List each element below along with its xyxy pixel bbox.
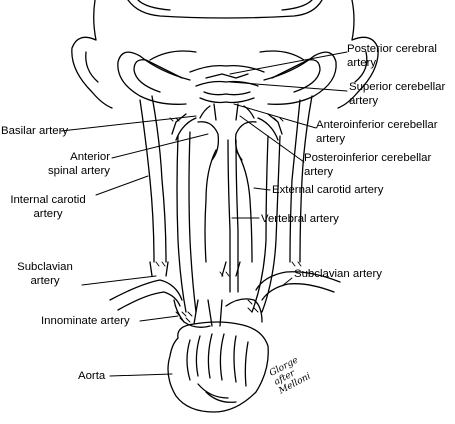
label-subclavian-artery-left: Subclavian artery [17,261,73,287]
label-vertebral-artery: Vertebral artery [261,213,339,225]
label-posteroinferior-cerebellar-artery: Posteroinferior cerebellar artery [304,152,432,178]
label-subclavian-artery-right: Subclavian artery [294,268,383,280]
label-innominate-artery: Innominate artery [41,315,130,327]
label-posterior-cerebral-artery: Posterior cerebral artery [347,43,437,69]
cerebral-vessels [117,50,337,121]
label-superior-cerebellar-artery: Superior cerebellar artery [349,81,446,107]
basilar-and-vertebral-top [171,105,283,161]
leader-lines [60,51,348,377]
label-aorta: Aorta [78,370,106,382]
label-external-carotid-artery: External carotid artery [272,184,384,196]
innominate-and-arch [173,298,263,328]
aorta-shape [167,321,269,413]
subclavian-vessels [109,261,341,311]
stippled-junctions [155,117,302,323]
label-anteroinferior-cerebellar-artery: Anteroinferior cerebellar artery [316,119,438,145]
head-outline [71,0,379,109]
label-internal-carotid-artery: Internal carotid artery [10,194,86,220]
label-basilar-artery: Basilar artery [1,125,69,137]
label-anterior-spinal-artery: Anterior spinal artery [47,151,110,177]
external-carotid-vessels [204,149,253,263]
internal-carotid-vessels [139,95,313,263]
